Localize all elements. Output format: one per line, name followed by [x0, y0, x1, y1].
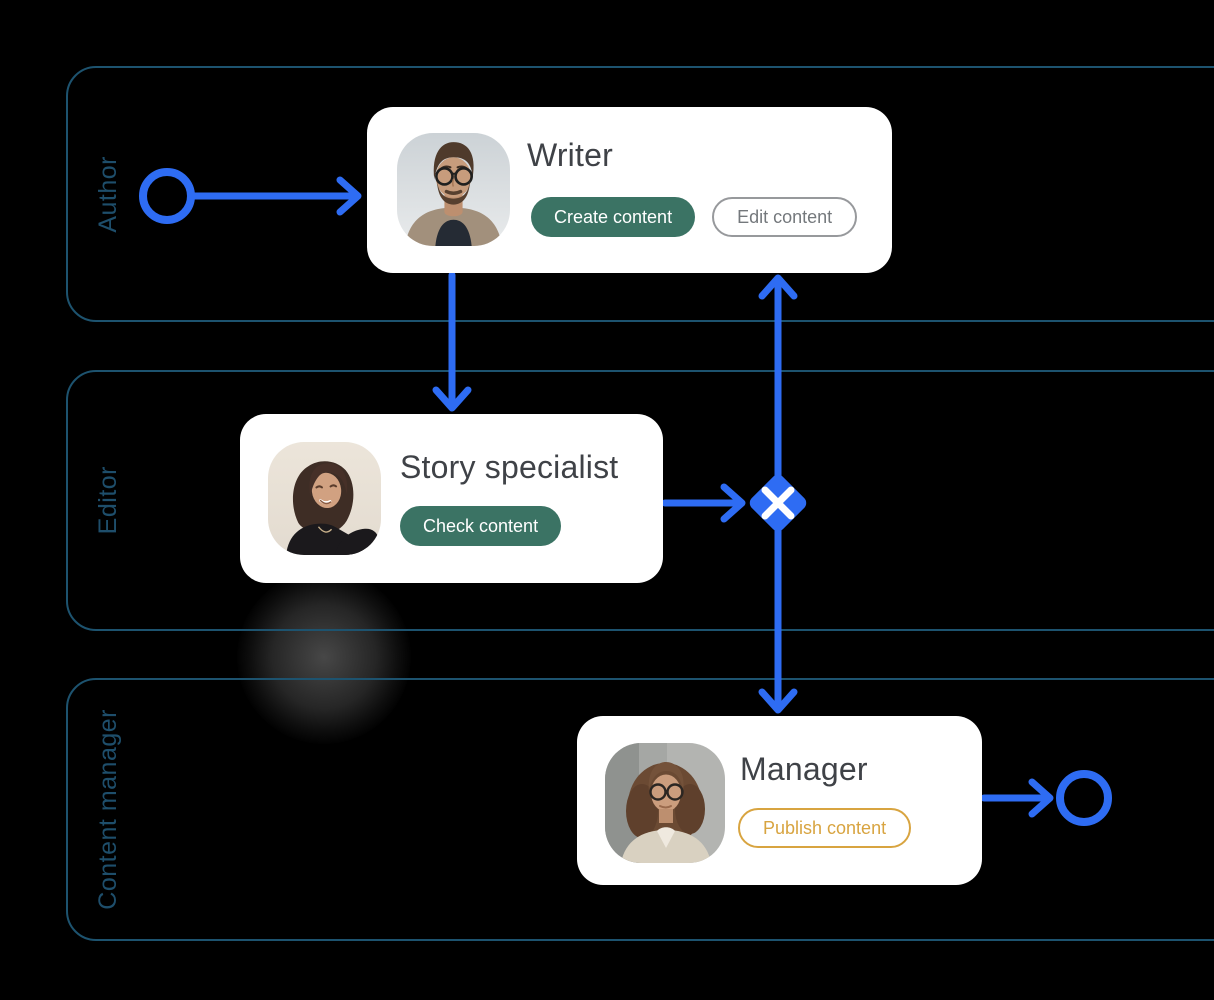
writer-avatar [397, 133, 510, 246]
story-specialist-card[interactable]: Story specialist Check content [240, 414, 663, 583]
check-content-button[interactable]: Check content [400, 506, 562, 546]
create-content-button[interactable]: Create content [531, 197, 696, 237]
exclusive-gateway[interactable] [747, 472, 809, 534]
publish-content-button[interactable]: Publish content [738, 808, 912, 848]
flow-arrow-story-to-gateway [661, 483, 746, 523]
lane-editor: Editor [66, 370, 1214, 631]
manager-actions: Publish content [738, 808, 912, 848]
flow-arrow-manager-to-end [980, 778, 1054, 818]
card-title: Writer [527, 137, 613, 173]
story-specialist-actions: Check content [400, 506, 562, 546]
lane-author: Author [66, 66, 1214, 322]
flow-arrow-gateway-to-manager [758, 502, 798, 714]
flow-arrow-gateway-to-writer [758, 274, 798, 504]
x-icon [761, 486, 795, 520]
card-title: Manager [740, 751, 868, 787]
story-specialist-avatar [268, 442, 381, 555]
manager-avatar [605, 743, 725, 863]
edit-content-button[interactable]: Edit content [712, 197, 858, 237]
writer-card[interactable]: Writer Create content Edit content [367, 107, 892, 273]
end-event-icon[interactable] [1056, 770, 1112, 826]
shadow-smudge [237, 570, 411, 744]
lane-content-manager: Content manager [66, 678, 1214, 941]
flow-arrow-writer-to-story [432, 271, 472, 412]
manager-card[interactable]: Manager Publish content [577, 716, 982, 885]
start-event-icon[interactable] [139, 168, 195, 224]
card-title: Story specialist [400, 449, 619, 485]
flow-arrow-start-to-writer [187, 176, 362, 216]
writer-actions: Create content Edit content [531, 197, 858, 237]
